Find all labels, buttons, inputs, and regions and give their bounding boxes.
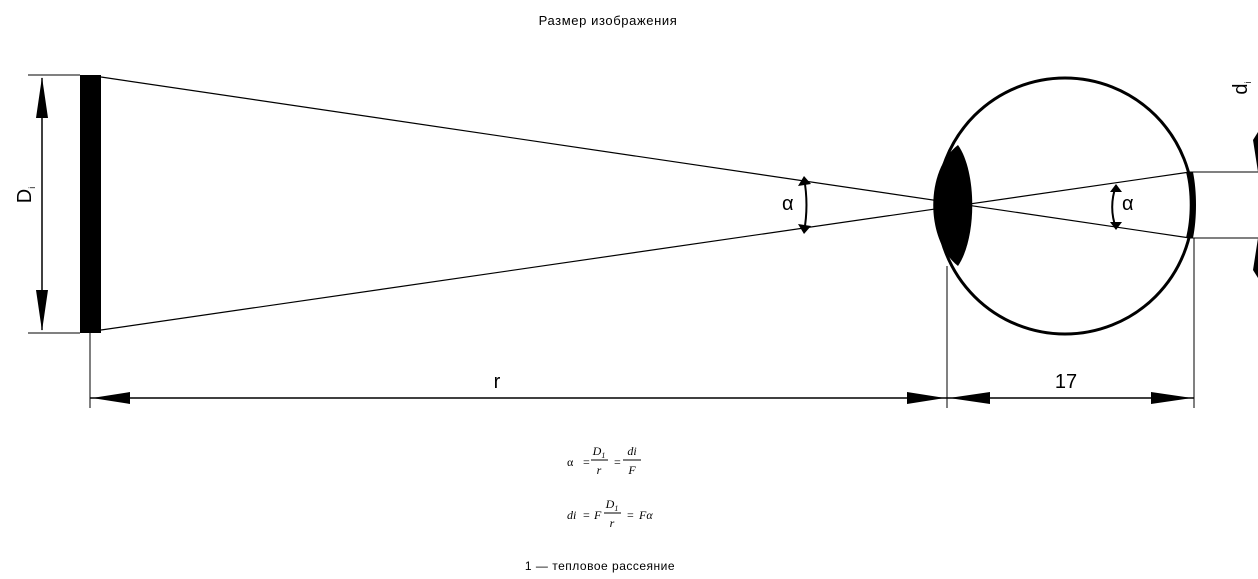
angle-arc-inner — [1110, 184, 1122, 230]
image-size-label: di — [1230, 81, 1253, 94]
formula1-eq1: = — [583, 455, 590, 469]
object-size-letter: D — [14, 189, 36, 203]
formula-alpha: α = D1 r = di F — [567, 444, 641, 477]
formula2-num-sub: 1 — [614, 504, 618, 513]
image-size-dimension — [1190, 132, 1258, 278]
object-size-dimension — [28, 74, 80, 334]
formula2-den: r — [610, 516, 615, 530]
object-size-subscript: i — [27, 187, 37, 189]
angle-label-inner: α — [1122, 193, 1134, 215]
ray-upper — [100, 76, 1191, 239]
formula2-eq1: = — [583, 508, 590, 522]
caption: 1 — тепловое рассеяние — [525, 559, 675, 573]
formula2-eq2: = — [627, 508, 634, 522]
arrow-up-icon — [1253, 238, 1258, 278]
arrow-down-icon — [1253, 132, 1258, 172]
arrow-left-icon — [92, 392, 130, 404]
formula1-lhs: α — [567, 455, 574, 469]
arrow-right-icon — [907, 392, 945, 404]
formula1-num1: D — [592, 444, 602, 458]
formula1-num2: di — [627, 444, 636, 458]
formula2-lhs: di — [567, 508, 576, 522]
arrow-right-icon — [1151, 392, 1192, 404]
formula1-num1-sub: 1 — [601, 451, 605, 460]
eye-depth-label: 17 — [1055, 371, 1077, 393]
formula1-eq2: = — [614, 455, 621, 469]
ray-lower — [100, 171, 1191, 331]
formula2-num: D — [605, 497, 615, 511]
formula1-den2: F — [627, 463, 636, 477]
angle-arc-outer — [798, 176, 811, 234]
svg-text:D1: D1 — [592, 444, 606, 460]
diagram-title: Размер изображения — [539, 13, 678, 28]
object-size-label: Di — [14, 187, 37, 203]
image-size-letter: d — [1230, 83, 1252, 94]
distance-dimension — [90, 392, 947, 404]
formula2-F: F — [593, 508, 602, 522]
svg-text:Di: Di — [14, 187, 37, 203]
formula1-den1: r — [597, 463, 602, 477]
arrow-up-icon — [36, 77, 48, 118]
distance-label: r — [494, 371, 501, 393]
eye-depth-dimension — [947, 392, 1194, 404]
arrow-left-icon — [949, 392, 990, 404]
eye-lens — [933, 145, 973, 266]
object-bar — [80, 75, 101, 333]
angle-label-outer: α — [782, 193, 794, 215]
formula2-rhs: Fα — [638, 508, 653, 522]
formula-image-size: di = F D1 r = Fα — [567, 497, 653, 530]
retina-image — [1186, 172, 1196, 238]
svg-text:di: di — [1230, 81, 1253, 94]
arrow-down-icon — [36, 290, 48, 331]
svg-text:D1: D1 — [605, 497, 619, 513]
image-size-subscript: i — [1243, 81, 1253, 83]
